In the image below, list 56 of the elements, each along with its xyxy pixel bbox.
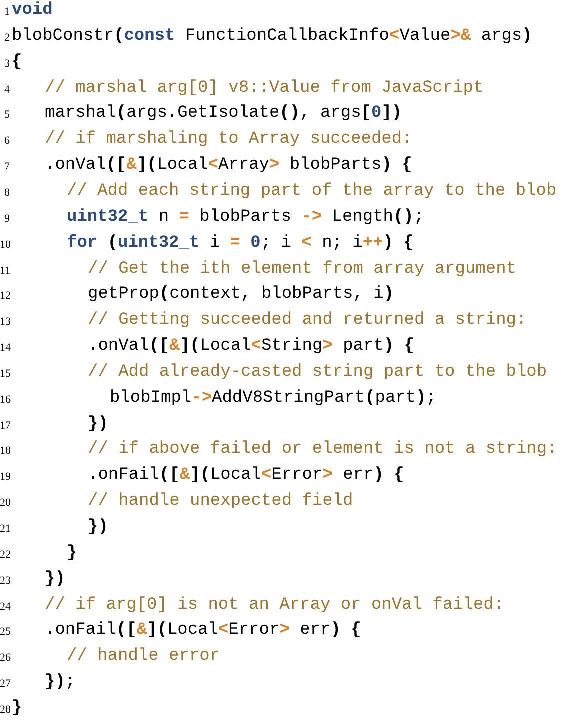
code-line: blobConstr(const FunctionCallbackInfo<Value>& args) <box>12 26 532 46</box>
code-comment: // Add already-casted string part to the blob <box>88 362 548 382</box>
code-comment: // handle error <box>67 647 220 666</box>
line-number: 28 <box>0 704 10 716</box>
line-number: 13 <box>0 316 10 328</box>
code-line: blobImpl->AddV8StringPart(part); <box>110 388 436 408</box>
code-line: .onFail([&](Local<Error> err) { <box>45 621 362 640</box>
code-line: }) <box>88 518 108 538</box>
line-number: 4 <box>4 84 10 96</box>
code-line: void <box>12 1 53 20</box>
code-comment: // Getting succeeded and returned a string: <box>88 311 527 330</box>
code-comment: // Get the ith element from array argument <box>88 260 516 279</box>
code-line: marshal(args.GetIsolate(), args[0]) <box>45 104 402 124</box>
code-comment: // Add each string part of the array to the blob <box>67 182 557 201</box>
code-comment: // handle unexpected field <box>88 492 354 512</box>
line-number: 10 <box>0 238 10 251</box>
code-line: .onFail([&](Local<Error> err) { <box>88 466 404 486</box>
line-number: 18 <box>0 445 10 458</box>
code-line: uint32_t n = blobParts -> Length(); <box>67 208 424 227</box>
code-line: { <box>12 52 22 72</box>
line-number: 12 <box>0 290 10 302</box>
line-number: 23 <box>0 574 10 587</box>
line-number: 3 <box>4 58 10 70</box>
code-line: .onVal([&](Local<String> part) { <box>88 337 414 356</box>
code-line: }); <box>45 673 76 692</box>
code-line: for (uint32_t i = 0; i < n; i++) { <box>67 234 414 253</box>
line-number: 1 <box>4 6 10 18</box>
line-number: 15 <box>0 368 10 380</box>
code-line: } <box>12 699 22 718</box>
line-number: 8 <box>4 186 10 199</box>
line-number: 6 <box>4 135 10 148</box>
line-number: 16 <box>0 394 10 406</box>
line-number: 14 <box>0 342 10 354</box>
code-comment: // if marshaling to Array succeeded: <box>45 130 412 150</box>
line-number: 17 <box>0 420 10 432</box>
line-number: 27 <box>0 678 10 690</box>
line-number: 25 <box>0 626 10 638</box>
line-number: 11 <box>0 264 10 277</box>
line-number: 21 <box>0 523 10 536</box>
line-number: 26 <box>0 652 10 664</box>
code-comment: // marshal arg[0] v8::Value from JavaScript <box>45 78 484 98</box>
line-number: 24 <box>0 600 10 613</box>
line-number: 9 <box>4 212 10 225</box>
code-line: } <box>67 544 78 563</box>
code-line: }) <box>45 570 66 589</box>
line-number: 22 <box>0 548 10 561</box>
code-line: }) <box>88 414 108 434</box>
line-number: 5 <box>4 109 10 122</box>
code-comment: // if above failed or element is not a string: <box>88 440 558 460</box>
line-number: 19 <box>0 471 10 484</box>
code-line: getProp(context, blobParts, i) <box>88 285 394 304</box>
line-number: 7 <box>4 161 10 174</box>
line-number: 2 <box>4 32 10 44</box>
code-comment: // if arg[0] is not an Array or onVal failed: <box>45 596 504 615</box>
line-number: 20 <box>0 497 10 510</box>
code-line: .onVal([&](Local<Array> blobParts) { <box>45 156 412 176</box>
